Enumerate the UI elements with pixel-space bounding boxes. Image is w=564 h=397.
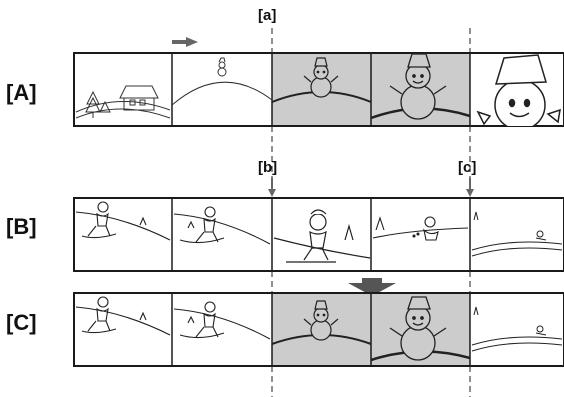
- frame-c5-distant-skier: [471, 306, 563, 352]
- frame-b4-skier-fall: [372, 216, 469, 241]
- frame-a2-tiny-snowman: [171, 57, 273, 106]
- marker-label-c: [c]: [458, 159, 477, 176]
- frame-c4-snowman-medium: [370, 296, 471, 362]
- film-strip-b: [73, 197, 564, 272]
- marker-arrow-c: [466, 178, 474, 197]
- frame-c3-snowman-small: [271, 300, 372, 345]
- frame-b5-distant-skier: [471, 211, 563, 257]
- row-label-a: [A]: [6, 80, 37, 105]
- guide-lines: [271, 28, 471, 397]
- film-strip-a: [73, 52, 564, 127]
- insert-arrow: [348, 278, 396, 296]
- marker-arrow-b: [268, 178, 276, 197]
- film-strip-c: [73, 292, 564, 367]
- frame-a4-snowman-medium: [370, 53, 471, 120]
- frame-b2-skier: [173, 206, 271, 245]
- frame-b3-skier-close: [273, 209, 371, 263]
- frame-c2-skier: [173, 301, 271, 340]
- frame-b1-skier: [75, 201, 171, 241]
- strip-border-b: [73, 197, 564, 272]
- row-label-b: [B]: [6, 214, 37, 239]
- strip-border-c: [73, 292, 564, 367]
- strip-border-a: [73, 52, 564, 127]
- frame-c1-skier: [75, 296, 171, 336]
- playback-direction-arrow: [172, 37, 198, 47]
- frame-a1-house: [75, 85, 171, 119]
- frame-a5-snowman-large: [476, 54, 561, 126]
- frame-a3-snowman-small: [271, 57, 372, 103]
- row-label-c: [C]: [6, 310, 37, 335]
- marker-label-a: [a]: [258, 7, 277, 24]
